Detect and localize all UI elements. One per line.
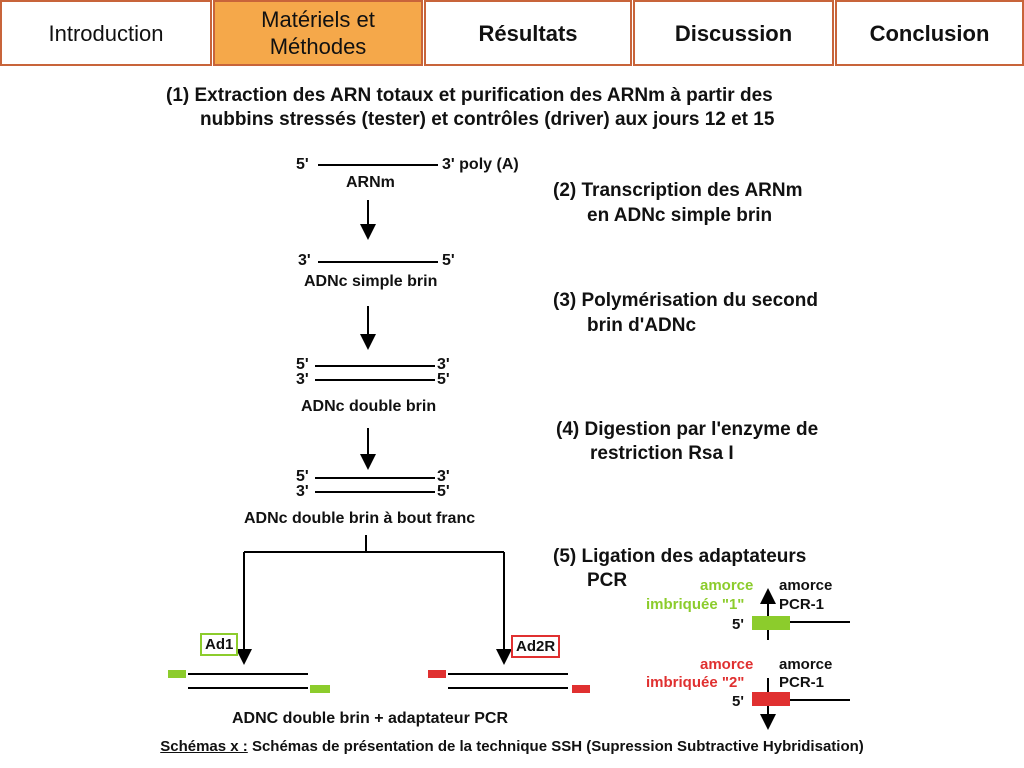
ad1-box: Ad1 <box>200 633 239 656</box>
ss-5-label: 5' <box>442 252 455 269</box>
ds-label: ADNc double brin <box>301 398 437 415</box>
final-label: ADNC double brin + adaptateur PCR <box>232 710 509 727</box>
step-1-line2: nubbins stressés (tester) et contrôles (… <box>200 109 775 130</box>
ds-5b-label: 5' <box>437 371 450 388</box>
legend-green-5: 5' <box>732 616 744 633</box>
step-4-line2: restriction Rsa I <box>590 443 734 464</box>
caption-prefix: Schémas x : <box>160 738 248 755</box>
arnm-3-label: 3' poly (A) <box>442 156 519 173</box>
ad1-green-tag-right <box>310 685 330 693</box>
legend-green-pcr: PCR-1 <box>779 596 825 613</box>
ss-label: ADNc simple brin <box>304 273 438 290</box>
tab-discussion-label: Discussion <box>674 20 793 46</box>
step-4-line1: (4) Digestion par l'enzyme de <box>556 419 819 440</box>
tab-introduction[interactable]: Introduction <box>0 0 212 66</box>
legend-red-amorce: amorce <box>700 656 754 673</box>
legend-red-pcr-amorce: amorce <box>779 656 833 673</box>
ds-3a-label: 3' <box>437 356 450 373</box>
bf-5a-label: 5' <box>296 468 309 485</box>
bf-5b-label: 5' <box>437 483 450 500</box>
figure-caption: Schémas x : Schémas de présentation de l… <box>0 738 1024 755</box>
ds-5a-label: 5' <box>296 356 309 373</box>
tab-conclusion-label: Conclusion <box>869 20 990 46</box>
tab-conclusion[interactable]: Conclusion <box>835 0 1024 66</box>
step-3-line1: (3) Polymérisation du second <box>553 290 818 311</box>
step-3-line2: brin d'ADNc <box>587 315 697 336</box>
legend-green-block <box>752 616 790 630</box>
tab-introduction-label: Introduction <box>48 20 164 46</box>
tab-resultats-label: Résultats <box>478 20 578 46</box>
bf-label: ADNc double brin à bout franc <box>244 510 476 527</box>
ds-3b-label: 3' <box>296 371 309 388</box>
tab-materiels-line1: Matériels et <box>261 7 375 32</box>
arnm-5-label: 5' <box>296 156 309 173</box>
ad1-green-tag-left <box>168 670 186 678</box>
bf-3b-label: 3' <box>296 483 309 500</box>
ad2r-red-tag-left <box>428 670 446 678</box>
section-tabs: Introduction Matériels et Méthodes Résul… <box>0 0 1024 70</box>
tab-resultats[interactable]: Résultats <box>424 0 632 66</box>
step-2-line1: (2) Transcription des ARNm <box>553 180 803 201</box>
arnm-label: ARNm <box>346 174 395 191</box>
step-1-line1: (1) Extraction des ARN totaux et purific… <box>166 85 773 106</box>
ss-3-label: 3' <box>298 252 311 269</box>
legend-green-amorce: amorce <box>700 577 754 594</box>
step-5-line2: PCR <box>587 570 628 591</box>
tab-materiels-methodes[interactable]: Matériels et Méthodes <box>213 0 423 66</box>
legend-red-pcr: PCR-1 <box>779 674 825 691</box>
bf-3a-label: 3' <box>437 468 450 485</box>
tab-discussion[interactable]: Discussion <box>633 0 834 66</box>
tab-materiels-line2: Méthodes <box>269 34 367 59</box>
ad2r-box: Ad2R <box>511 635 561 658</box>
legend-green-pcr-amorce: amorce <box>779 577 833 594</box>
legend-red-block <box>752 692 790 706</box>
tab-materiels-methodes-label: Matériels et Méthodes <box>261 6 375 60</box>
legend-red-5: 5' <box>732 693 744 710</box>
ad2r-red-tag-right <box>572 685 590 693</box>
legend-red-imbriquee: imbriquée "2" <box>646 674 745 691</box>
legend-green-imbriquee: imbriquée "1" <box>646 596 745 613</box>
caption-text: Schémas de présentation de la technique … <box>247 738 864 755</box>
step-5-line1: (5) Ligation des adaptateurs <box>553 546 807 567</box>
step-2-line2: en ADNc simple brin <box>587 205 773 226</box>
